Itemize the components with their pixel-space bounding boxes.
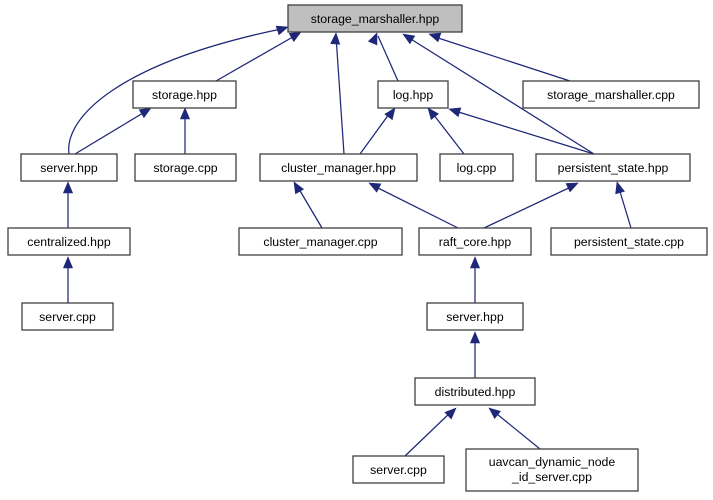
dependency-edge [404,409,454,457]
dependency-arrowhead [402,33,416,45]
dependency-arrowhead [367,32,378,46]
dependency-arrowhead [368,182,382,193]
dependency-arrowhead [288,31,302,43]
edge-layer [62,25,632,457]
dependency-arrowhead [469,331,481,344]
node-box[interactable] [259,153,418,182]
node-box[interactable] [414,377,536,406]
dependency-arrowhead [469,256,481,269]
dependency-arrowhead [293,181,305,195]
dependency-edge [483,184,576,229]
node-box[interactable] [132,80,237,109]
node-box[interactable] [426,302,524,331]
graph-node-server-cpp-bottom[interactable]: server.cpp [352,455,445,484]
node-box[interactable] [418,227,532,256]
dependency-edge [431,35,571,82]
dependency-edge [405,35,595,155]
dependency-edge [451,109,595,155]
dependency-arrowhead [488,407,501,420]
dependency-edge [215,33,299,82]
dependency-arrowhead [615,181,625,195]
graph-node-storage-marshaller-cpp[interactable]: storage_marshaller.cpp [522,80,700,109]
graph-node-cluster-manager-hpp[interactable]: cluster_manager.hpp [259,153,418,182]
dependency-edge [74,109,149,155]
dependency-edge [429,109,465,155]
node-box[interactable] [287,4,463,33]
node-box[interactable] [377,80,449,109]
dependency-arrowhead [330,32,341,45]
node-box[interactable] [21,302,114,331]
graph-node-server-hpp-left[interactable]: server.hpp [20,153,118,182]
dependency-arrowhead [427,107,439,121]
graph-node-storage-cpp[interactable]: storage.cpp [134,153,237,182]
dependency-arrowhead [428,32,442,43]
node-box[interactable] [352,455,445,484]
dependency-arrowhead [62,256,74,269]
node-box[interactable] [465,448,639,492]
graph-node-distributed-hpp[interactable]: distributed.hpp [414,377,536,406]
graph-node-log-cpp[interactable]: log.cpp [439,153,514,182]
graph-node-raft-core-hpp[interactable]: raft_core.hpp [418,227,532,256]
node-box[interactable] [20,153,118,182]
graph-node-cluster-manager-cpp[interactable]: cluster_manager.cpp [238,227,403,256]
graph-node-storage-hpp[interactable]: storage.hpp [132,80,237,109]
graph-node-log-hpp[interactable]: log.hpp [377,80,449,109]
graph-node-uavcan-dynamic-node-id-server-cpp[interactable]: uavcan_dynamic_node_id_server.cpp [465,448,639,492]
dependency-arrowhead [62,181,74,194]
dependency-edge [359,109,393,155]
dependency-arrowhead [275,25,289,36]
dependency-edge [377,35,399,82]
node-layer: storage_marshaller.hpp storage.hpp log.hpp… [7,4,708,492]
graph-node-persistent-state-hpp[interactable]: persistent_state.hpp [535,153,691,182]
dependency-arrowhead [138,107,152,119]
node-box[interactable] [7,227,131,256]
graph-node-server-cpp-left[interactable]: server.cpp [21,302,114,331]
dependency-arrowhead [444,407,457,420]
node-box[interactable] [134,153,237,182]
node-box[interactable] [535,153,691,182]
dependency-edge [491,409,541,450]
dependency-arrowhead [565,182,579,193]
dependency-arrowhead [448,107,462,118]
node-box[interactable] [550,227,708,256]
dependency-edge [371,184,459,229]
dependency-arrowhead [384,107,396,121]
graph-node-storage-marshaller-hpp[interactable]: storage_marshaller.hpp [287,4,463,33]
graph-node-centralized-hpp[interactable]: centralized.hpp [7,227,131,256]
dependency-edge [68,27,287,155]
graph-node-server-hpp-mid[interactable]: server.hpp [426,302,524,331]
node-box[interactable] [439,153,514,182]
node-box[interactable] [522,80,700,109]
node-box[interactable] [238,227,403,256]
dependency-edge [335,35,345,155]
graph-node-persistent-state-cpp[interactable]: persistent_state.cpp [550,227,708,256]
dependency-arrowhead [179,107,191,120]
